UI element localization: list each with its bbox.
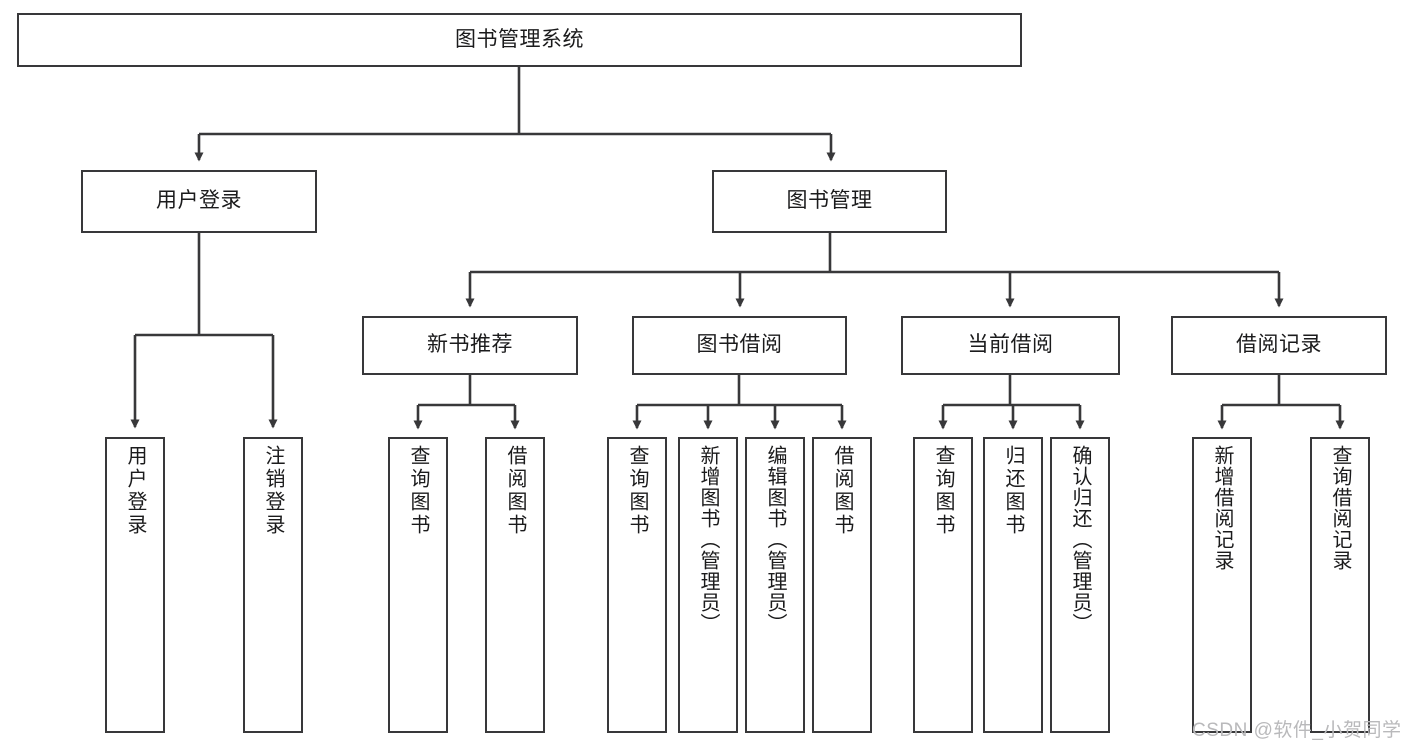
leaf-borrow-book-label: 借阅图书 bbox=[831, 445, 853, 537]
leaf-return-book[interactable]: 归还图书 bbox=[983, 437, 1043, 733]
leaf-user-login-label: 用户登录 bbox=[124, 445, 146, 537]
node-book-management[interactable]: 图书管理 bbox=[712, 170, 947, 233]
node-new-book-recommend[interactable]: 新书推荐 bbox=[362, 316, 578, 375]
leaf-edit-book-admin-label: 编辑图书（管理员） bbox=[764, 445, 786, 634]
leaf-edit-book-admin[interactable]: 编辑图书（管理员） bbox=[745, 437, 805, 733]
leaf-logout-login-label: 注销登录 bbox=[262, 445, 284, 537]
node-borrow-record[interactable]: 借阅记录 bbox=[1171, 316, 1387, 375]
leaf-user-login[interactable]: 用户登录 bbox=[105, 437, 165, 733]
node-new-book-recommend-label: 新书推荐 bbox=[427, 333, 513, 357]
leaf-query-book-current[interactable]: 查询图书 bbox=[913, 437, 973, 733]
leaf-query-book-recommend[interactable]: 查询图书 bbox=[388, 437, 448, 733]
leaf-query-book-borrow[interactable]: 查询图书 bbox=[607, 437, 667, 733]
node-root[interactable]: 图书管理系统 bbox=[17, 13, 1022, 67]
watermark-text: CSDN @软件_小贺同学 bbox=[1192, 720, 1402, 741]
leaf-add-book-admin-label: 新增图书（管理员） bbox=[697, 445, 719, 634]
node-current-borrow[interactable]: 当前借阅 bbox=[901, 316, 1120, 375]
leaf-borrow-book-recommend[interactable]: 借阅图书 bbox=[485, 437, 545, 733]
node-root-label: 图书管理系统 bbox=[455, 27, 584, 51]
leaf-return-book-label: 归还图书 bbox=[1002, 445, 1024, 537]
leaf-add-borrow-record-label: 新增借阅记录 bbox=[1211, 445, 1233, 571]
leaf-query-borrow-record-label: 查询借阅记录 bbox=[1329, 445, 1351, 571]
node-book-borrow[interactable]: 图书借阅 bbox=[632, 316, 847, 375]
leaf-borrow-book-recommend-label: 借阅图书 bbox=[504, 445, 526, 537]
node-user-login-label: 用户登录 bbox=[156, 189, 242, 213]
leaf-borrow-book[interactable]: 借阅图书 bbox=[812, 437, 872, 733]
leaf-query-book-current-label: 查询图书 bbox=[932, 445, 954, 537]
leaf-logout-login[interactable]: 注销登录 bbox=[243, 437, 303, 733]
node-book-management-label: 图书管理 bbox=[786, 189, 873, 213]
leaf-add-book-admin[interactable]: 新增图书（管理员） bbox=[678, 437, 738, 733]
leaf-query-borrow-record[interactable]: 查询借阅记录 bbox=[1310, 437, 1370, 733]
leaf-confirm-return-admin-label: 确认归还（管理员） bbox=[1069, 445, 1091, 634]
node-borrow-record-label: 借阅记录 bbox=[1236, 333, 1322, 357]
node-book-borrow-label: 图书借阅 bbox=[696, 333, 783, 357]
leaf-query-book-borrow-label: 查询图书 bbox=[626, 445, 648, 537]
node-user-login[interactable]: 用户登录 bbox=[81, 170, 317, 233]
leaf-confirm-return-admin[interactable]: 确认归还（管理员） bbox=[1050, 437, 1110, 733]
leaf-add-borrow-record[interactable]: 新增借阅记录 bbox=[1192, 437, 1252, 733]
node-current-borrow-label: 当前借阅 bbox=[967, 333, 1054, 357]
leaf-query-book-recommend-label: 查询图书 bbox=[407, 445, 429, 537]
